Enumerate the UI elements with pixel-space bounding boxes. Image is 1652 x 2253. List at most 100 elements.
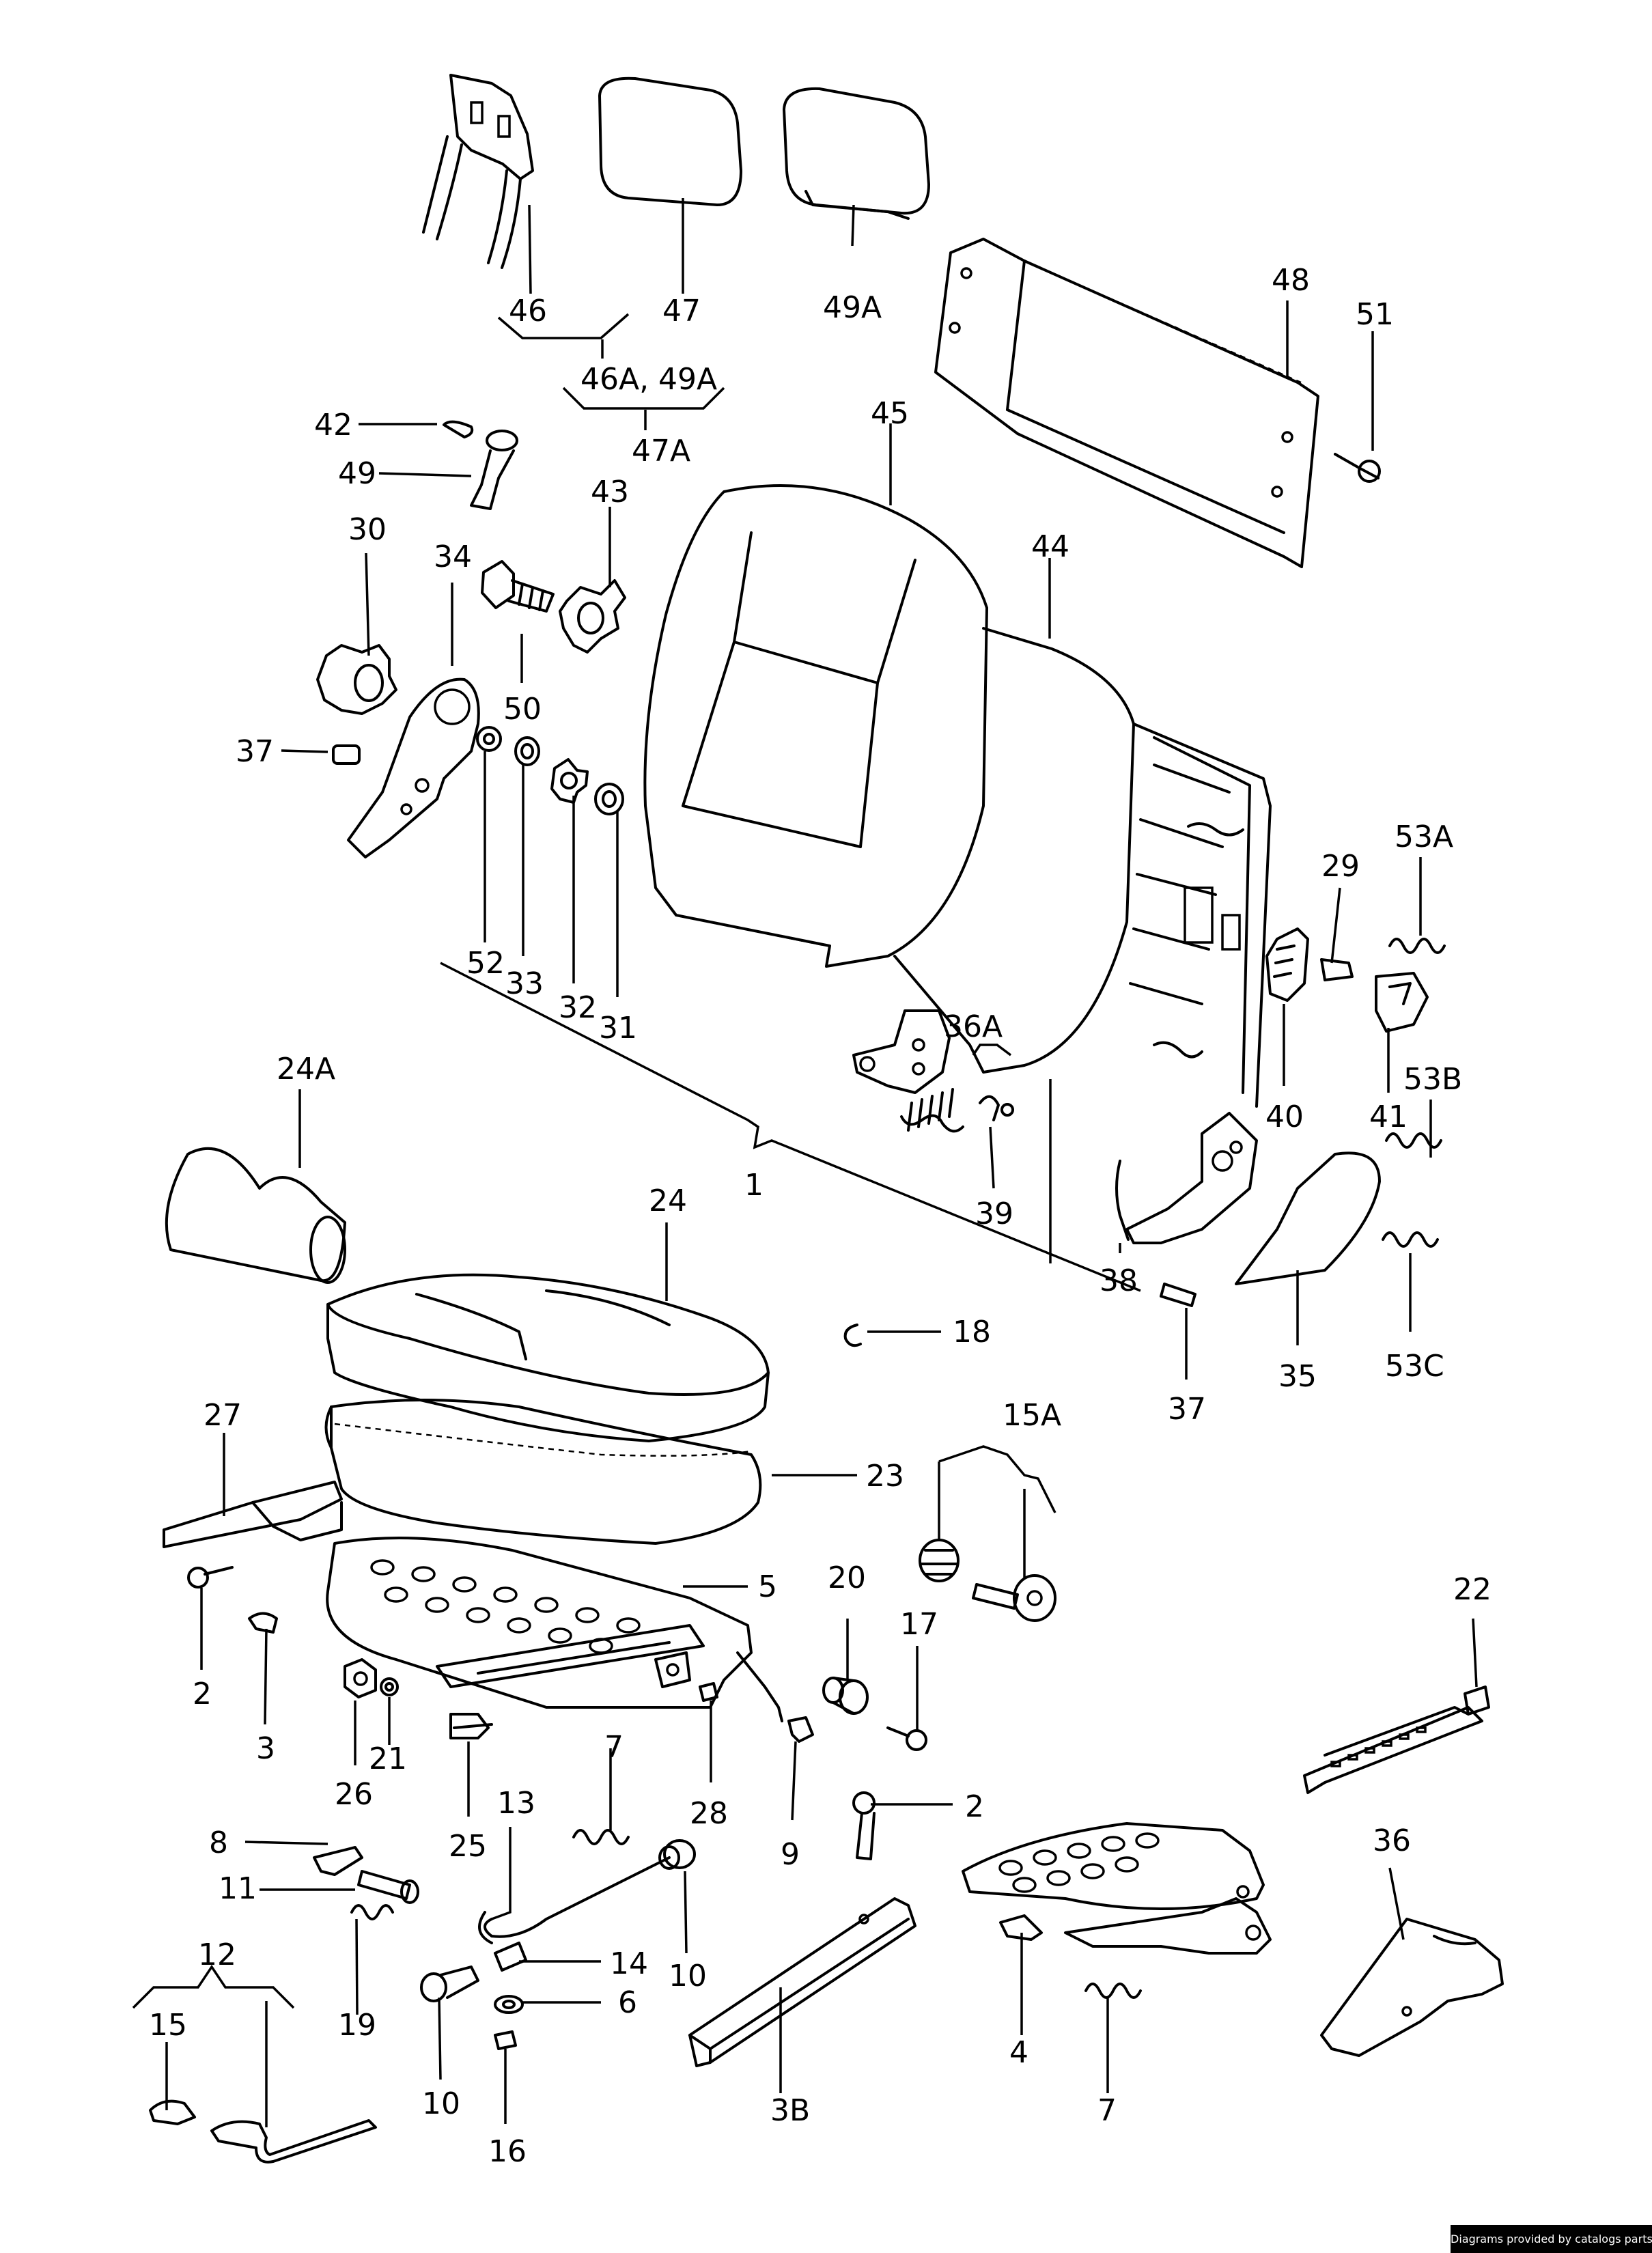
label-31: 31	[599, 1011, 637, 1046]
lever-4	[999, 1914, 1043, 1941]
label-43: 43	[591, 475, 629, 509]
clip-3	[248, 1612, 278, 1634]
screw-51	[1334, 453, 1381, 483]
bracket-8	[313, 1846, 363, 1876]
spring-7-mid	[572, 1829, 630, 1845]
seat-pan-5	[326, 1537, 783, 1722]
slide-rail-3B	[688, 1897, 916, 2067]
seat-frame-right	[962, 1822, 1272, 1955]
pin-37-top	[332, 744, 361, 765]
cap-10-low	[420, 1965, 479, 2002]
washer-21	[380, 1677, 399, 1696]
headrest-47	[598, 76, 742, 206]
label-52: 52	[466, 946, 505, 981]
label-42: 42	[314, 408, 352, 443]
bracket-36A	[852, 1009, 951, 1094]
spring-53B	[1385, 1132, 1442, 1149]
clip-14	[494, 1942, 527, 1972]
label-32: 32	[559, 990, 597, 1025]
label-36: 36	[1373, 1823, 1411, 1858]
handle-40	[1265, 927, 1309, 1002]
cushion-24A	[165, 1147, 346, 1284]
fastener-42	[443, 420, 474, 438]
label-28: 28	[690, 1796, 728, 1831]
spring-19	[350, 1904, 394, 1920]
ring-31	[594, 783, 624, 815]
hinge-plate-34	[347, 677, 480, 858]
bolt-25	[449, 1713, 493, 1739]
bolt-50	[481, 560, 555, 613]
label-24: 24	[649, 1184, 687, 1218]
nut-26	[344, 1658, 377, 1698]
label-49A: 49A	[823, 290, 882, 325]
label-46A-49A: 46A, 49A	[580, 362, 717, 397]
label-34: 34	[434, 540, 472, 574]
label-36A: 36A	[944, 1009, 1003, 1044]
spring-36A	[900, 1088, 964, 1133]
label-2-right: 2	[965, 1789, 984, 1824]
label-21: 21	[369, 1741, 407, 1776]
label-53B: 53B	[1403, 1062, 1462, 1097]
label-39: 39	[975, 1197, 1013, 1231]
screw-2-right	[852, 1791, 876, 1860]
circlip-18	[843, 1324, 862, 1347]
leader-lines	[132, 198, 1478, 2127]
label-22: 22	[1453, 1572, 1492, 1607]
label-24A: 24A	[277, 1052, 335, 1087]
label-8: 8	[209, 1825, 228, 1860]
washer-6	[494, 1995, 524, 2014]
backrest-cushion-45	[643, 484, 988, 968]
label-20: 20	[828, 1561, 866, 1595]
hook-39	[979, 1095, 1014, 1121]
gear-32	[550, 758, 589, 804]
label-7-mid: 7	[604, 1730, 624, 1765]
lever-15	[149, 2099, 196, 2125]
knob-43	[559, 579, 626, 654]
trim-cover-27	[163, 1481, 343, 1548]
label-40: 40	[1265, 1100, 1304, 1134]
label-3B: 3B	[770, 2093, 810, 2128]
label-10-mid: 10	[669, 1959, 707, 1993]
label-30: 30	[348, 512, 387, 547]
label-50: 50	[503, 692, 542, 727]
label-47A: 47A	[632, 434, 690, 468]
pin-11	[357, 1870, 419, 1904]
label-45: 45	[871, 396, 909, 431]
label-46: 46	[509, 294, 547, 328]
label-15A: 15A	[1003, 1398, 1061, 1433]
label-51: 51	[1356, 297, 1394, 332]
label-38: 38	[1100, 1263, 1138, 1298]
label-27: 27	[204, 1398, 242, 1433]
guide-rail-22	[1303, 1685, 1490, 1794]
label-12: 12	[198, 1937, 236, 1972]
label-11: 11	[219, 1871, 257, 1906]
cap-10-mid	[658, 1839, 696, 1870]
bolt-15A	[972, 1574, 1056, 1622]
seat-padding-23	[324, 1399, 762, 1545]
label-13: 13	[497, 1786, 535, 1821]
side-cover-35	[1235, 1151, 1381, 1285]
headrest-bracket	[422, 74, 534, 269]
side-panel-36	[1320, 1918, 1504, 2057]
label-16: 16	[488, 2134, 527, 2169]
label-41: 41	[1369, 1100, 1408, 1134]
backrest-panel-48	[934, 238, 1319, 568]
label-53C: 53C	[1385, 1349, 1444, 1384]
screw-16	[494, 2030, 517, 2050]
label-29: 29	[1321, 849, 1360, 884]
clip-28	[699, 1682, 718, 1702]
clip-9	[787, 1716, 814, 1743]
screw-2-left	[187, 1566, 234, 1589]
label-18: 18	[953, 1315, 991, 1349]
pin-49	[470, 430, 518, 510]
label-48: 48	[1272, 263, 1310, 298]
label-5: 5	[758, 1569, 777, 1604]
label-4: 4	[1009, 2035, 1028, 2070]
label-49: 49	[338, 456, 376, 491]
knob-30	[316, 644, 397, 715]
handle-41	[1375, 972, 1429, 1033]
lever-29	[1320, 958, 1354, 981]
washer-52	[476, 726, 502, 752]
